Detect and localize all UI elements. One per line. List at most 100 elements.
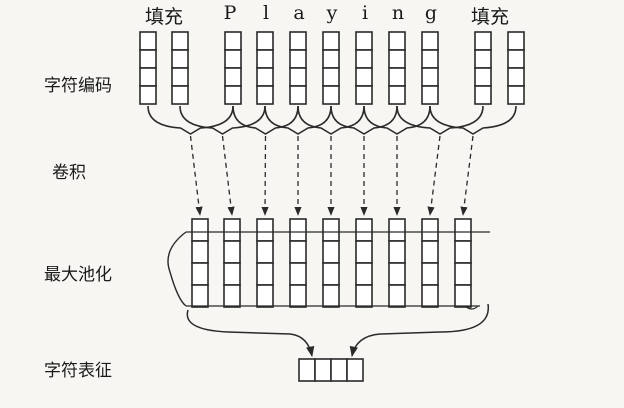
input-cell: [256, 85, 274, 105]
input-cell: [474, 67, 492, 87]
input-cell: [388, 85, 406, 105]
input-cell: [421, 85, 439, 105]
feature-cell: [322, 240, 340, 264]
feature-cell: [421, 218, 439, 242]
conv-bracket: [264, 105, 332, 135]
input-cell: [139, 49, 157, 69]
feature-cell: [355, 240, 373, 264]
feature-cell: [223, 218, 241, 242]
token-pad-right: 填充: [470, 6, 509, 28]
input-cell: [355, 85, 373, 105]
feature-cell: [223, 284, 241, 308]
conv-bracket: [330, 105, 398, 135]
feature-cell: [322, 262, 340, 286]
input-cell: [474, 49, 492, 69]
token-l: l: [262, 2, 270, 24]
label-convolution: 卷积: [52, 163, 86, 183]
input-cell: [289, 67, 307, 87]
feature-cell: [223, 262, 241, 286]
input-cell: [256, 67, 274, 87]
feature-cell: [191, 284, 209, 308]
output-cell: [330, 358, 348, 382]
input-cell: [421, 31, 439, 51]
input-cell: [507, 49, 525, 69]
input-cell: [388, 31, 406, 51]
conv-bracket: [179, 105, 266, 135]
input-cell: [139, 85, 157, 105]
token-i: i: [361, 2, 369, 24]
input-cell: [322, 31, 340, 51]
conv-arrow: [189, 135, 203, 216]
feature-cell: [289, 240, 307, 264]
feature-cell: [355, 218, 373, 242]
input-cell: [355, 67, 373, 87]
input-cell: [388, 67, 406, 87]
token-p: P: [223, 2, 237, 24]
feature-cell: [421, 284, 439, 308]
conv-arrow: [427, 135, 441, 216]
output-cell: [314, 358, 332, 382]
feature-cell: [191, 218, 209, 242]
feature-cell: [289, 262, 307, 286]
input-cell: [355, 49, 373, 69]
input-cell: [421, 49, 439, 69]
input-cell: [355, 31, 373, 51]
input-cell: [139, 67, 157, 87]
conv-bracket: [363, 105, 431, 135]
label-char-representation: 字符表征: [44, 361, 112, 381]
conv-bracket: [232, 105, 299, 135]
feature-cell: [388, 240, 406, 264]
output-cell: [298, 358, 316, 382]
feature-cell: [256, 240, 274, 264]
feature-cell: [191, 262, 209, 286]
feature-cell: [191, 240, 209, 264]
feature-cell: [454, 218, 472, 242]
input-cell: [139, 31, 157, 51]
conv-bracket: [147, 105, 234, 135]
pool-to-output-right: [349, 303, 489, 358]
input-cell: [507, 85, 525, 105]
feature-cell: [322, 218, 340, 242]
feature-cell: [421, 240, 439, 264]
input-cell: [421, 67, 439, 87]
feature-cell: [289, 218, 307, 242]
input-cell: [171, 67, 189, 87]
feature-cell: [223, 240, 241, 264]
feature-cell: [454, 240, 472, 264]
pool-curve-right-stub: [464, 305, 479, 310]
feature-cell: [322, 284, 340, 308]
feature-cell: [256, 262, 274, 286]
input-cell: [289, 31, 307, 51]
conv-arrow: [460, 135, 474, 216]
conv-bracket: [297, 105, 365, 135]
input-cell: [289, 49, 307, 69]
token-y: y: [326, 2, 338, 24]
feature-cell: [388, 218, 406, 242]
feature-cell: [355, 284, 373, 308]
input-cell: [224, 85, 242, 105]
input-cell: [322, 67, 340, 87]
input-cell: [474, 85, 492, 105]
input-cell: [256, 49, 274, 69]
input-cell: [322, 85, 340, 105]
pool-to-output-left: [186, 309, 315, 358]
feature-cell: [454, 262, 472, 286]
input-cell: [256, 31, 274, 51]
input-cell: [507, 67, 525, 87]
input-cell: [474, 31, 492, 51]
conv-bracket: [396, 105, 484, 135]
input-cell: [224, 49, 242, 69]
token-n: n: [391, 2, 405, 24]
input-cell: [171, 85, 189, 105]
feature-cell: [256, 284, 274, 308]
token-pad-left: 填充: [144, 6, 183, 28]
input-cell: [171, 31, 189, 51]
conv-bracket: [429, 105, 517, 135]
pool-curve-left: [167, 231, 187, 307]
feature-cell: [388, 284, 406, 308]
output-cell: [346, 358, 364, 382]
input-cell: [507, 31, 525, 51]
token-g: g: [424, 2, 438, 24]
